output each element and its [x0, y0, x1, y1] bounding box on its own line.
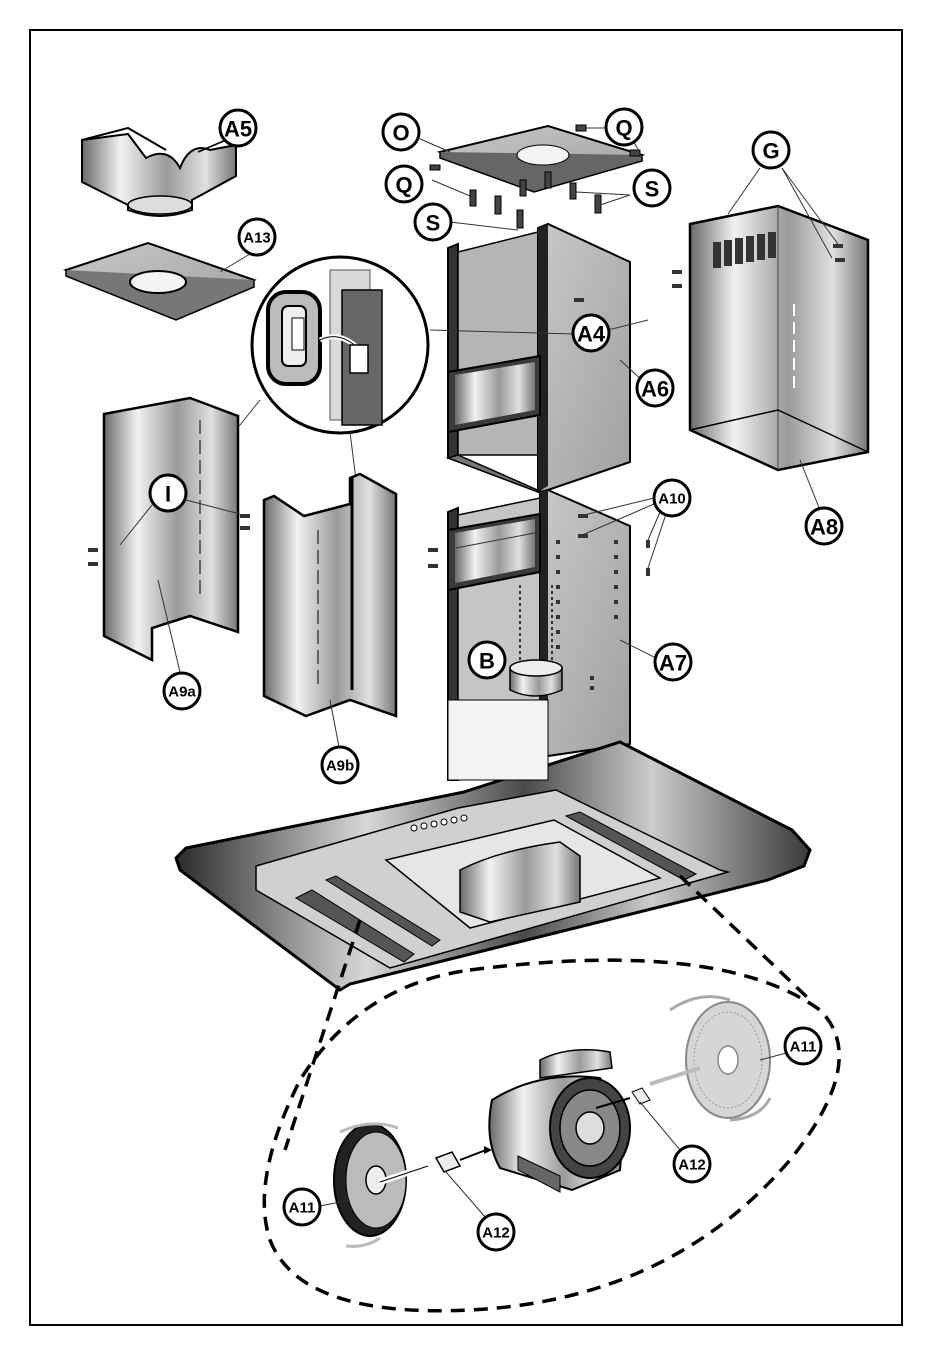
- label-s-right: S: [634, 170, 670, 206]
- label-a6: A6: [637, 370, 673, 406]
- lower-cover-panel-a9a: [88, 398, 250, 672]
- label-o: O: [383, 114, 450, 152]
- svg-text:A7: A7: [659, 651, 687, 676]
- label-b: B: [469, 642, 505, 678]
- label-a9b: A9b: [322, 747, 358, 783]
- svg-text:S: S: [645, 177, 660, 202]
- upper-chimney-cover-g: [672, 168, 868, 510]
- svg-text:A8: A8: [810, 515, 838, 540]
- svg-text:G: G: [762, 139, 779, 164]
- svg-text:A9a: A9a: [168, 684, 196, 701]
- svg-text:A13: A13: [243, 230, 271, 247]
- svg-text:S: S: [426, 211, 441, 236]
- lower-cover-panel-a9b: [264, 474, 396, 752]
- bracket-detail-magnifier: [236, 257, 428, 480]
- label-q-top: Q: [606, 109, 642, 145]
- label-a12-right: A12: [674, 1146, 710, 1182]
- svg-text:I: I: [165, 482, 171, 507]
- label-q-left: Q: [386, 166, 422, 202]
- label-a10: A10: [654, 480, 690, 516]
- svg-text:A11: A11: [289, 1200, 316, 1217]
- duct-adapter-a5: [82, 128, 236, 216]
- label-a11-left: A11: [284, 1189, 320, 1225]
- label-a9a: A9a: [164, 673, 200, 709]
- label-a11-right: A11: [785, 1028, 821, 1064]
- charcoal-filter-right: [650, 997, 790, 1120]
- svg-text:A4: A4: [577, 322, 606, 347]
- svg-text:A12: A12: [678, 1157, 706, 1174]
- label-a5: A5: [220, 110, 256, 146]
- charcoal-filter-left: [320, 1124, 428, 1247]
- svg-text:Q: Q: [615, 116, 632, 141]
- svg-text:A5: A5: [224, 117, 252, 142]
- label-g: G: [753, 132, 789, 168]
- svg-text:A6: A6: [641, 377, 669, 402]
- svg-text:A10: A10: [658, 491, 686, 508]
- blower-motor: [489, 1050, 630, 1192]
- label-a8: A8: [806, 508, 842, 544]
- svg-text:A11: A11: [790, 1039, 817, 1056]
- svg-text:Q: Q: [395, 173, 412, 198]
- svg-text:B: B: [479, 649, 495, 674]
- coupling-left: [436, 1146, 492, 1218]
- upper-frame-a6: [448, 224, 630, 492]
- label-a13: A13: [220, 219, 275, 272]
- label-s-left: S: [415, 204, 451, 240]
- label-a12-left: A12: [478, 1214, 514, 1250]
- label-i: I: [150, 475, 186, 511]
- mounting-plate-a13: [66, 243, 254, 320]
- svg-text:A12: A12: [482, 1225, 510, 1242]
- label-a4: A4: [573, 315, 609, 351]
- svg-text:O: O: [392, 121, 409, 146]
- label-a7: A7: [655, 644, 691, 680]
- svg-text:A9b: A9b: [326, 758, 354, 775]
- hood-canopy: [176, 700, 810, 990]
- duct-collar-b: [510, 660, 562, 696]
